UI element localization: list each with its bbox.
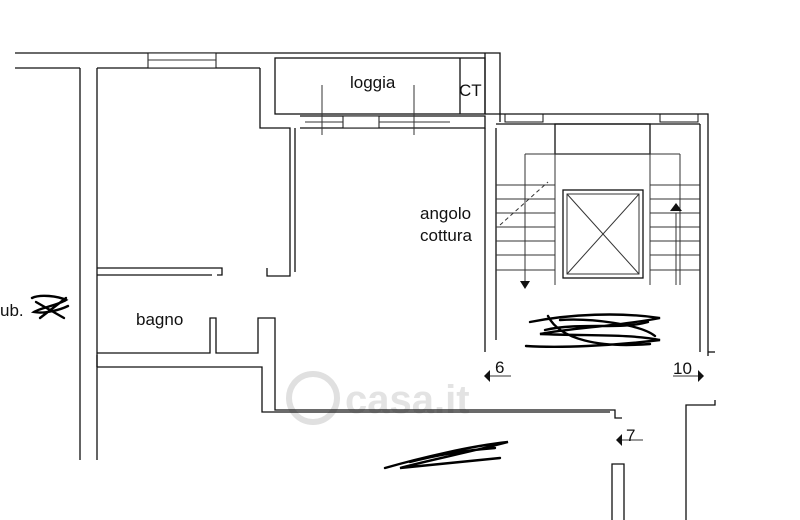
redaction-scribble-middle bbox=[524, 313, 661, 348]
marker-6-arrow bbox=[484, 370, 490, 382]
right-walls bbox=[611, 351, 716, 520]
room-label-loggia: loggia bbox=[350, 73, 396, 92]
room-label-bagno: bagno bbox=[136, 310, 183, 329]
room-label-partial: ub. bbox=[0, 301, 24, 320]
watermark-text: casa.it bbox=[345, 378, 470, 422]
room-label-cottura: cottura bbox=[420, 226, 473, 245]
room-label-angolo: angolo bbox=[420, 204, 471, 223]
marker-10-arrow bbox=[698, 370, 704, 382]
marker-10-label: 10 bbox=[673, 359, 692, 378]
redaction-scribble-bottom bbox=[383, 440, 509, 470]
stairwell bbox=[484, 113, 709, 356]
loggia-block bbox=[274, 52, 501, 135]
windows bbox=[147, 52, 699, 123]
marker-6-label: 6 bbox=[495, 358, 504, 377]
marker-7-arrow bbox=[616, 434, 622, 446]
section-markers bbox=[484, 370, 704, 446]
room-label-ct: CT bbox=[459, 81, 482, 100]
redaction-scribble-left bbox=[30, 294, 70, 320]
watermark: casa.it bbox=[286, 371, 470, 425]
marker-7-label: 7 bbox=[626, 426, 635, 445]
